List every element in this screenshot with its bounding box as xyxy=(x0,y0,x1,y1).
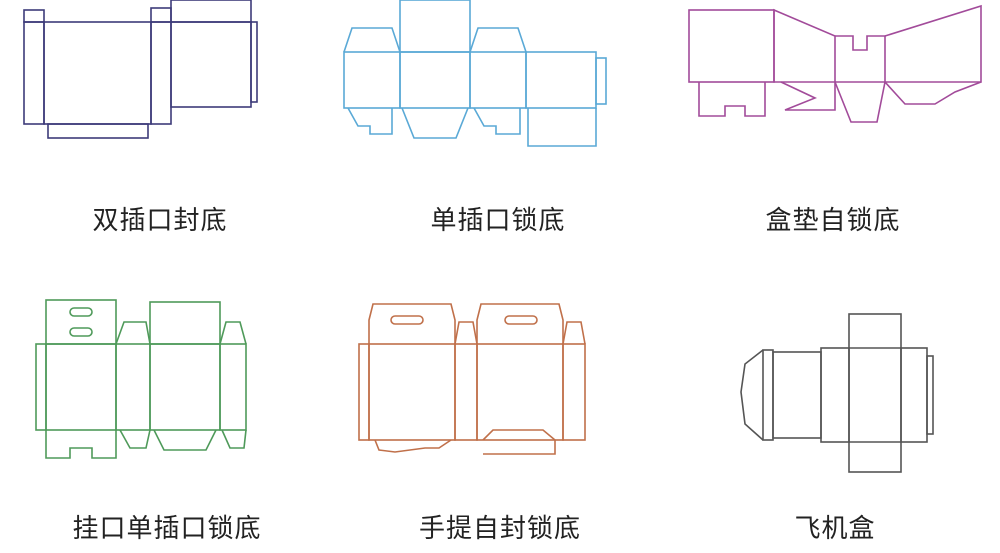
dieline-airplane-box xyxy=(735,312,935,474)
box-label: 单插口锁底 xyxy=(430,206,566,236)
box-label: 飞机盒 xyxy=(794,514,876,544)
box-label: 盒垫自锁底 xyxy=(765,206,901,236)
dieline-box-pad-lock xyxy=(685,0,985,130)
dieline-single-tuck-lock xyxy=(340,0,610,150)
dieline-handle-lock xyxy=(355,296,595,461)
box-label: 双插口封底 xyxy=(92,206,228,236)
dieline-double-tuck xyxy=(20,0,260,150)
dieline-hanger-single-tuck xyxy=(30,298,255,463)
box-label: 挂口单插口锁底 xyxy=(72,514,262,544)
box-label: 手提自封锁底 xyxy=(418,514,582,544)
